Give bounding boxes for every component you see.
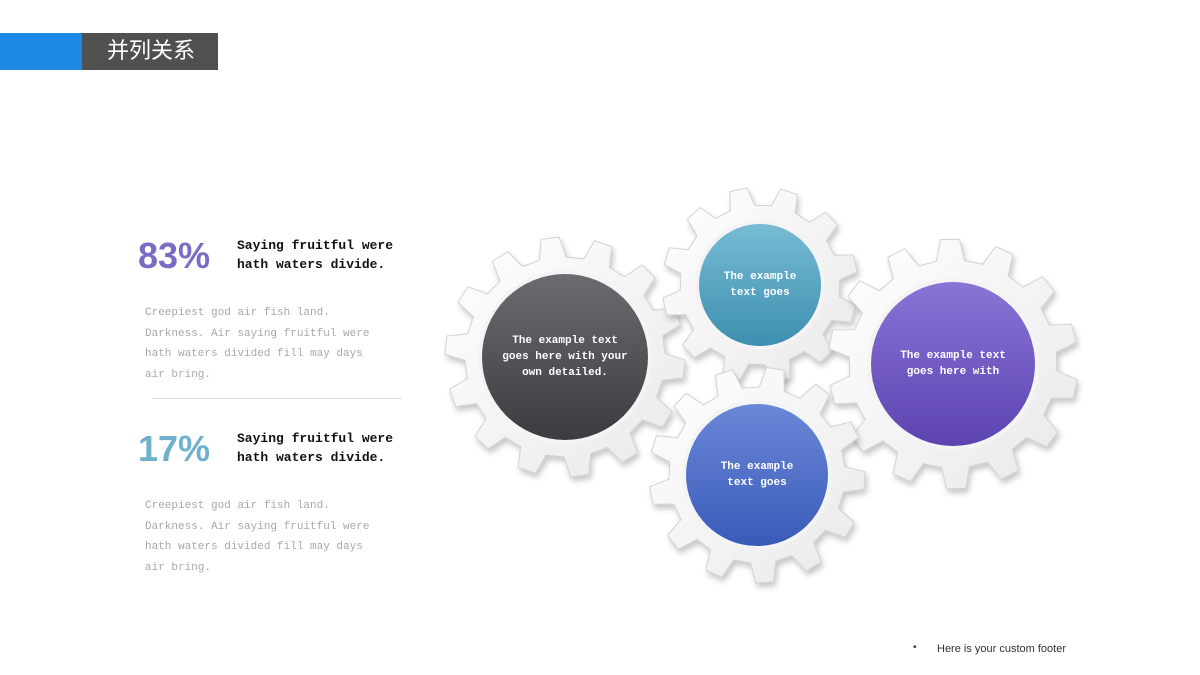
gear-teal-label: The example text goes — [723, 271, 797, 299]
gear-dark-center — [482, 274, 648, 440]
gear-blue-label: The example text goes — [720, 461, 794, 489]
stat-body-2: Creepiest god air fish land. Darkness. A… — [145, 500, 370, 574]
gear-purple-label: The example text goes here with — [900, 350, 1006, 378]
stat-block-2: 17% Saying fruitful were hath waters div… — [138, 429, 408, 589]
gear-dark — [444, 236, 686, 478]
footer-bullet: • — [913, 642, 917, 653]
stat-heading-1: Saying fruitful were hath waters divide. — [237, 238, 394, 272]
gear-teal — [662, 187, 858, 383]
slide-title: 并列关系 — [82, 33, 218, 70]
gear-purple — [828, 238, 1078, 490]
footer-text: Here is your custom footer — [937, 643, 1066, 655]
stat-body-1: Creepiest god air fish land. Darkness. A… — [145, 307, 370, 381]
gear-blue-center — [686, 404, 828, 546]
stat-block-1: 83% Saying fruitful were hath waters div… — [138, 236, 408, 396]
gear-dark-label: The example text goes here with your own… — [502, 335, 628, 379]
gear-teal-center — [699, 224, 821, 346]
stat-percent-2: 17% — [138, 428, 211, 469]
section-divider — [152, 398, 402, 399]
stat-heading-2: Saying fruitful were hath waters divide. — [237, 431, 394, 465]
gear-purple-center — [871, 282, 1035, 446]
gear-blue — [649, 366, 866, 584]
stat-percent-1: 83% — [138, 235, 211, 276]
header-accent-bar — [0, 33, 82, 70]
